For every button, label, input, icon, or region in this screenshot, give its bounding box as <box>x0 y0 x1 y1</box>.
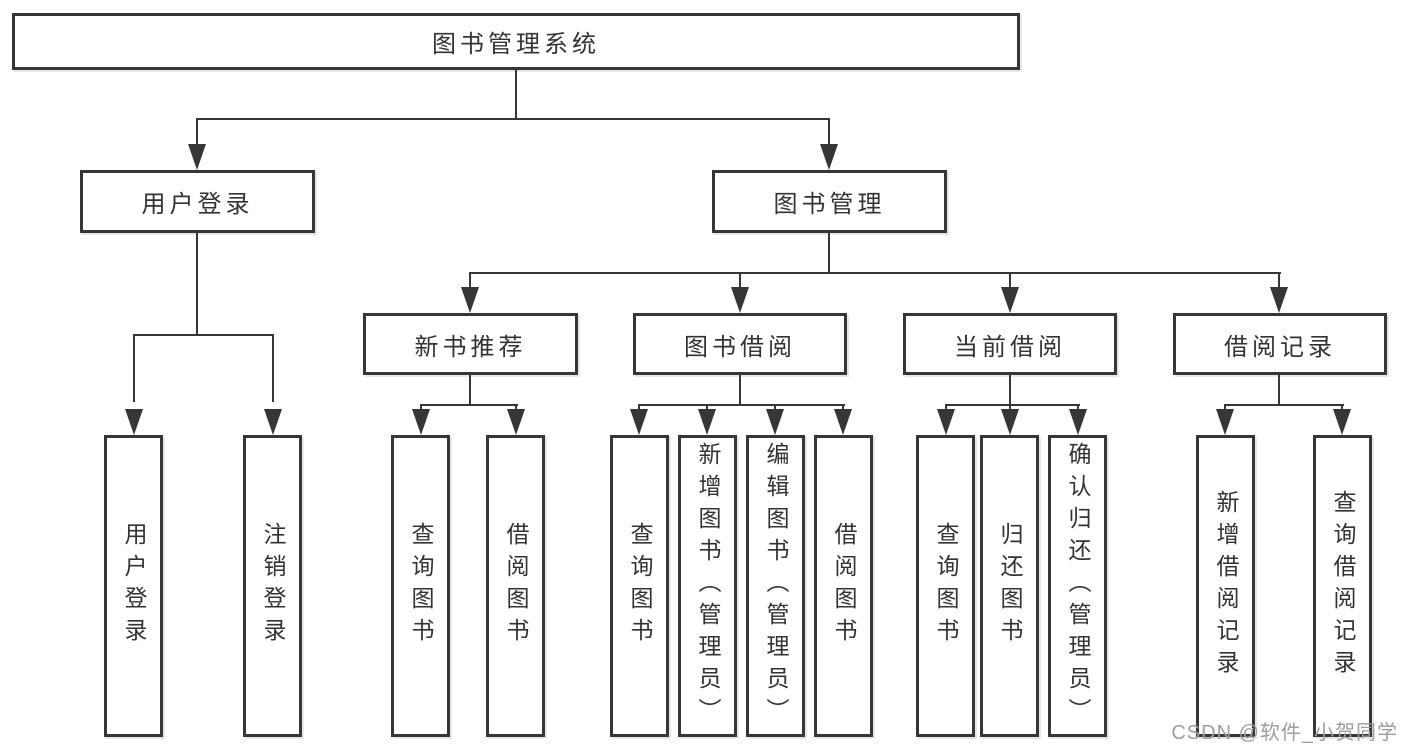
node-book-management: 图书管理 <box>712 170 947 233</box>
leaf-query-book-2: 查询图书 <box>610 435 669 737</box>
leaf-confirm-return-admin: 确认归还（管理员） <box>1048 435 1107 737</box>
arrow-down-icon <box>1001 409 1019 435</box>
connector-hline <box>133 334 274 336</box>
arrow-down-icon <box>1333 409 1351 435</box>
arrow-down-icon <box>125 409 143 435</box>
node-root: 图书管理系统 <box>12 13 1020 70</box>
connector-vline <box>1278 274 1280 290</box>
csdn-watermark: CSDN @软件_小贺同学 <box>1171 722 1398 744</box>
leaf-user-login: 用户登录 <box>104 435 163 737</box>
node-current-borrow: 当前借阅 <box>903 313 1117 375</box>
arrow-down-icon <box>1069 409 1087 435</box>
connector-vline <box>469 274 471 290</box>
arrow-down-icon <box>937 409 955 435</box>
node-book-borrow: 图书借阅 <box>633 313 847 375</box>
leaf-borrow-book-2: 借阅图书 <box>814 435 873 737</box>
leaf-query-book-1: 查询图书 <box>391 435 450 737</box>
arrow-down-icon <box>461 287 479 313</box>
node-borrow-records: 借阅记录 <box>1173 313 1387 375</box>
arrow-down-icon <box>698 409 716 435</box>
arrow-down-icon <box>820 144 838 170</box>
connector-vline <box>1009 375 1011 406</box>
connector-vline <box>739 274 741 290</box>
leaf-add-borrow-record: 新增借阅记录 <box>1196 435 1255 737</box>
leaf-query-borrow-record: 查询借阅记录 <box>1313 435 1372 737</box>
connector-vline <box>196 120 198 152</box>
leaf-add-book-admin: 新增图书（管理员） <box>678 435 737 737</box>
arrow-down-icon <box>188 144 206 170</box>
connector-hline <box>420 404 518 406</box>
arrow-down-icon <box>412 409 430 435</box>
connector-vline <box>828 120 830 152</box>
connector-hline <box>945 404 1080 406</box>
connector-vline <box>196 233 198 336</box>
connector-vline <box>272 336 274 402</box>
leaf-borrow-book-1: 借阅图书 <box>486 435 545 737</box>
connector-hline <box>196 118 830 120</box>
leaf-return-book: 归还图书 <box>980 435 1039 737</box>
connector-vline <box>739 375 741 406</box>
connector-vline <box>469 375 471 406</box>
node-user-login: 用户登录 <box>80 170 315 233</box>
arrow-down-icon <box>507 409 525 435</box>
arrow-down-icon <box>731 287 749 313</box>
leaf-query-book-3: 查询图书 <box>916 435 975 737</box>
connector-hline <box>1224 404 1344 406</box>
connector-vline <box>133 336 135 402</box>
connector-vline <box>1009 274 1011 290</box>
arrow-down-icon <box>1001 287 1019 313</box>
arrow-down-icon <box>1216 409 1234 435</box>
connector-hline <box>469 272 1281 274</box>
connector-vline <box>515 70 517 118</box>
arrow-down-icon <box>264 409 282 435</box>
arrow-down-icon <box>766 409 784 435</box>
connector-vline <box>828 233 830 274</box>
arrow-down-icon <box>630 409 648 435</box>
leaf-logout: 注销登录 <box>243 435 302 737</box>
leaf-edit-book-admin: 编辑图书（管理员） <box>746 435 805 737</box>
connector-hline <box>638 404 845 406</box>
arrow-down-icon <box>834 409 852 435</box>
node-new-book-recommend: 新书推荐 <box>363 313 578 375</box>
arrow-down-icon <box>1270 287 1288 313</box>
connector-vline <box>1278 375 1280 406</box>
